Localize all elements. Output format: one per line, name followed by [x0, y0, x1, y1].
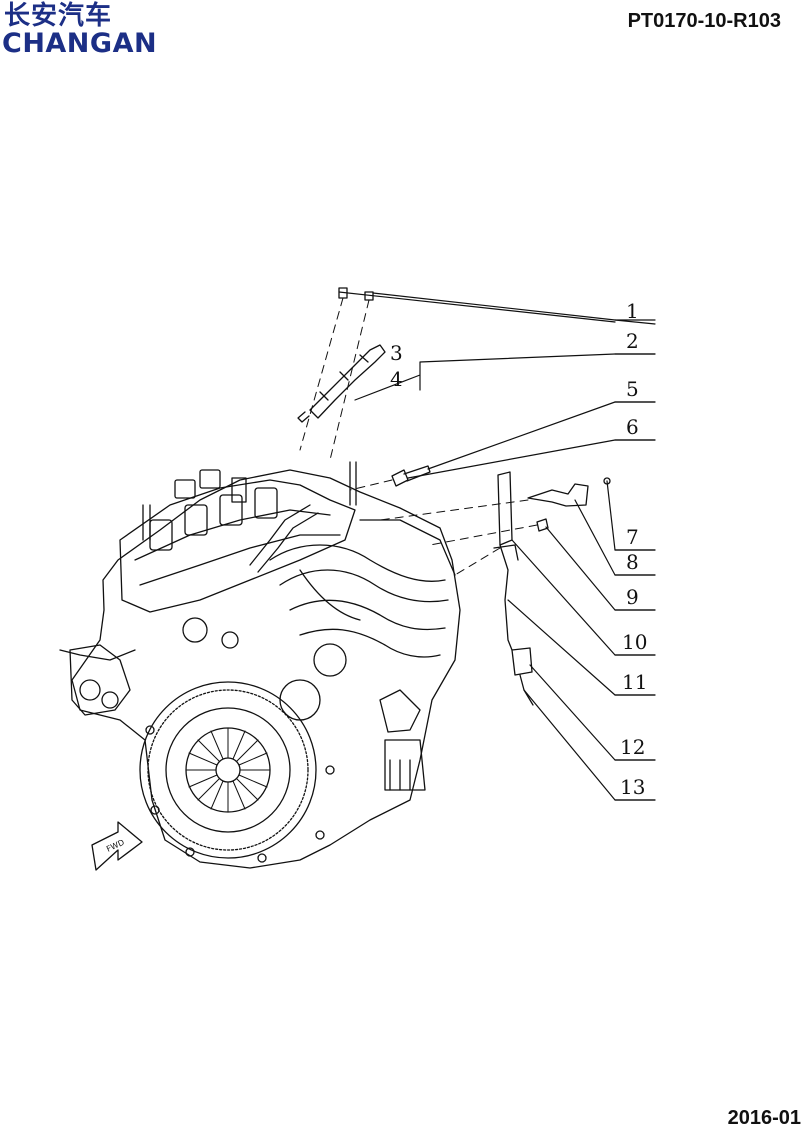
- fwd-label: FWD: [105, 838, 126, 854]
- callout-11: 11: [622, 670, 647, 694]
- fwd-arrow: [91, 821, 143, 871]
- callout-10: 10: [622, 630, 647, 654]
- callout-6: 6: [626, 415, 639, 439]
- thermostat-housing: [384, 739, 426, 791]
- ignition-coils: [149, 469, 278, 551]
- exhaust-flange: [69, 644, 131, 716]
- callout-3: 3: [390, 341, 403, 365]
- cylinder-head: [119, 479, 356, 613]
- bellhousing-bolts: [145, 725, 335, 863]
- flywheel-clutch: [139, 681, 317, 859]
- callout-8: 8: [626, 550, 639, 574]
- fuel-rail: [297, 344, 386, 423]
- callout-1: 1: [626, 299, 639, 323]
- callout-9: 9: [626, 585, 639, 609]
- callout-5: 5: [626, 377, 639, 401]
- dipstick-tube: [499, 544, 513, 651]
- callout-7: 7: [626, 525, 639, 549]
- changan-logo: 长安汽车 CHANGAN: [0, 2, 172, 58]
- brand-name-chinese: 长安汽车: [4, 1, 113, 31]
- sensor: [527, 483, 589, 507]
- leader-lines: [338, 291, 655, 801]
- callout-4: 4: [390, 367, 403, 391]
- callout-12: 12: [620, 735, 645, 759]
- engine-block-outline: [71, 469, 461, 869]
- intake-manifold: [269, 519, 456, 658]
- callout-2: 2: [626, 329, 639, 353]
- document-date: 2016-01: [727, 1107, 801, 1129]
- callout-13: 13: [620, 775, 645, 799]
- document-number: PT0170-10-R103: [627, 10, 781, 32]
- brand-name-english: CHANGAN: [2, 28, 158, 59]
